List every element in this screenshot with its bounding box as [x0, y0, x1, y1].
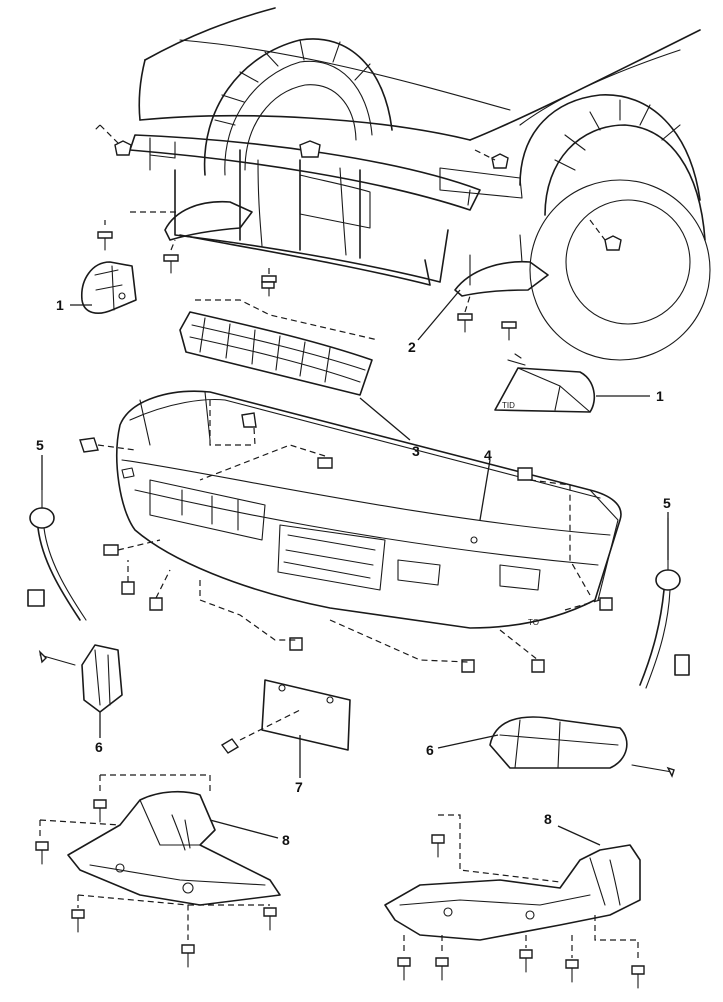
engine-under-cover-left: [67, 790, 281, 906]
bumper-retainer: [79, 400, 613, 673]
svg-text:TID: TID: [502, 401, 515, 410]
callout-6-left: 6: [95, 739, 103, 755]
fog-lamp-wire-harness-left: [27, 489, 87, 621]
under-cover-bolt-right: [397, 814, 645, 989]
callout-2: 2: [408, 339, 416, 355]
vehicle-front-body: [129, 7, 711, 361]
callout-8-right: 8: [544, 811, 552, 827]
callout-5-right: 5: [663, 495, 671, 511]
leader-lines: [41, 289, 669, 846]
callout-labels: 1 1 2 3 4 5 5 6 6 7 8 8: [36, 297, 671, 848]
engine-under-cover-right: [384, 844, 641, 941]
side-marker-lamp: TID: [494, 353, 596, 413]
headlight-bracket-left: [81, 261, 137, 314]
callout-5-left: 5: [36, 437, 44, 453]
callout-8-left: 8: [282, 832, 290, 848]
callout-6-right: 6: [426, 742, 434, 758]
callout-7: 7: [295, 779, 303, 795]
fog-lamp-wire-harness-right: [639, 517, 690, 689]
callout-1-headlight-bracket: 1: [56, 297, 64, 313]
bumper-marking: TO: [528, 618, 539, 627]
callout-1-side-marker: 1: [656, 388, 664, 404]
under-cover-bolt-left: [35, 774, 277, 968]
body-clip: [94, 124, 622, 251]
fog-lamp-left: [38, 644, 123, 713]
bracket-bolt: [97, 211, 517, 341]
front-bumper-cover: TO: [116, 390, 622, 629]
callout-4: 4: [484, 447, 492, 463]
fog-lamp-right: [489, 716, 675, 778]
license-plate-bracket: [220, 679, 351, 754]
callout-3: 3: [412, 443, 420, 459]
radiator-grille: [179, 281, 379, 396]
